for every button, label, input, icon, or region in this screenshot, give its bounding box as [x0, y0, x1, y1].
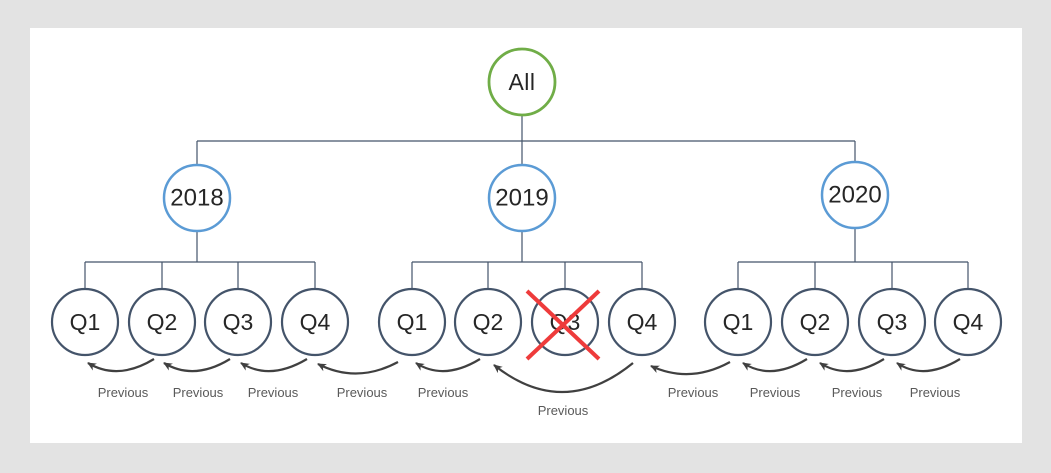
year-node-2018: 2018	[162, 163, 232, 233]
previous-arrow	[819, 358, 885, 373]
quarter-label: Q2	[473, 309, 504, 335]
diagram-panel: All 2018 2019 2020 Q1 Q2 Q3 Q4 Q1 Q2 Q	[30, 28, 1022, 443]
quarter-label: Q3	[877, 309, 908, 335]
previous-arrow	[240, 358, 308, 373]
quarter-label: Q2	[800, 309, 831, 335]
tree-connectors	[84, 115, 969, 289]
previous-arrow	[742, 358, 808, 373]
previous-label: Previous	[832, 385, 883, 400]
previous-label: Previous	[173, 385, 224, 400]
previous-labels: Previous Previous Previous Previous Prev…	[98, 385, 961, 418]
quarter-node-2018-q3: Q3	[203, 287, 273, 357]
quarter-label: Q1	[70, 309, 101, 335]
quarter-label: Q1	[723, 309, 754, 335]
year-node-2020: 2020	[820, 160, 890, 230]
quarter-node-2019-q3: Q3	[525, 287, 601, 361]
quarter-label: Q2	[147, 309, 178, 335]
previous-label: Previous	[337, 385, 388, 400]
previous-label: Previous	[538, 403, 589, 418]
root-node-all: All	[487, 47, 557, 117]
quarter-circle	[280, 287, 350, 357]
quarter-circle	[703, 287, 773, 357]
quarter-node-2020-q4: Q4	[933, 287, 1003, 357]
quarter-label: Q4	[627, 309, 658, 335]
year-node-2019: 2019	[487, 163, 557, 233]
quarter-node-2019-q2: Q2	[453, 287, 523, 357]
year-label: 2020	[828, 182, 881, 209]
previous-label: Previous	[750, 385, 801, 400]
quarter-circle	[50, 287, 120, 357]
previous-arrow	[650, 361, 731, 376]
previous-arrows	[87, 358, 961, 394]
quarter-circle	[203, 287, 273, 357]
quarter-circle	[780, 287, 850, 357]
previous-arrow	[317, 361, 399, 375]
quarter-label: Q3	[223, 309, 254, 335]
previous-label: Previous	[248, 385, 299, 400]
tree-diagram: All 2018 2019 2020 Q1 Q2 Q3 Q4 Q1 Q2 Q	[50, 47, 1003, 418]
root-circle	[487, 47, 557, 117]
quarter-circle	[933, 287, 1003, 357]
quarter-node-2018-q4: Q4	[280, 287, 350, 357]
quarter-node-2018-q2: Q2	[127, 287, 197, 357]
quarter-label: Q4	[953, 309, 984, 335]
quarter-circle	[127, 287, 197, 357]
previous-arrow	[163, 358, 231, 373]
previous-label: Previous	[418, 385, 469, 400]
quarter-node-2018-q1: Q1	[50, 287, 120, 357]
quarter-node-2020-q2: Q2	[780, 287, 850, 357]
quarter-label: Q1	[397, 309, 428, 335]
year-label: 2019	[495, 185, 548, 212]
root-label: All	[508, 69, 535, 95]
quarter-node-2020-q1: Q1	[703, 287, 773, 357]
previous-arrow	[896, 358, 961, 373]
quarter-circle	[453, 287, 523, 357]
quarter-label: Q4	[300, 309, 331, 335]
previous-arrow	[415, 358, 481, 373]
quarter-circle	[857, 287, 927, 357]
quarter-circle	[377, 287, 447, 357]
previous-label: Previous	[910, 385, 961, 400]
quarter-node-2020-q3: Q3	[857, 287, 927, 357]
previous-label: Previous	[668, 385, 719, 400]
year-label: 2018	[170, 185, 223, 212]
previous-arrow	[87, 358, 155, 373]
quarter-circle	[607, 287, 677, 357]
crossed-out-x-icon	[525, 289, 601, 361]
quarter-node-2019-q4: Q4	[607, 287, 677, 357]
year-circle	[162, 163, 232, 233]
quarter-node-2019-q1: Q1	[377, 287, 447, 357]
year-circle	[487, 163, 557, 233]
previous-arrow	[493, 362, 634, 394]
year-circle	[820, 160, 890, 230]
previous-label: Previous	[98, 385, 149, 400]
